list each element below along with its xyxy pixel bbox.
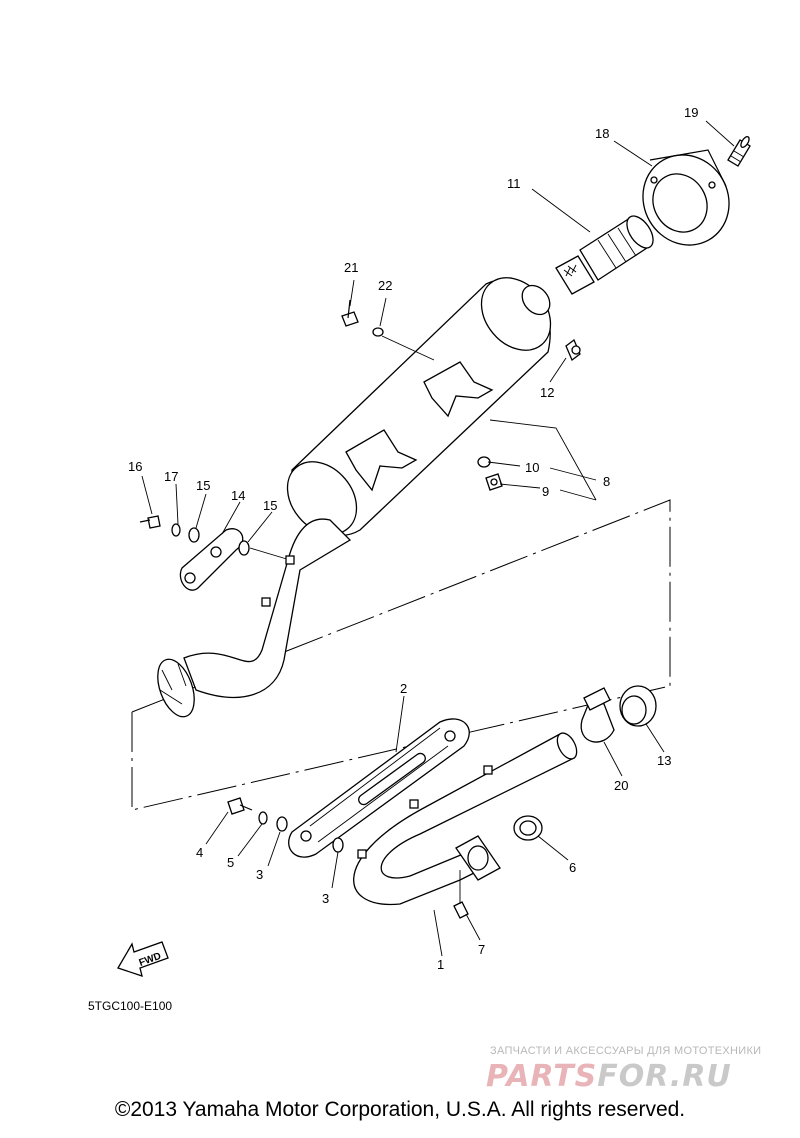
muffler-leaders [381,335,597,501]
callout-22: 22 [378,278,392,293]
callout-12: 12 [540,385,554,400]
callout-16: 16 [128,459,142,474]
exhaust-flange [453,815,543,919]
callout-3: 3 [256,867,263,882]
mount-bracket [139,515,291,591]
callout-4: 4 [196,845,203,860]
callout-14: 14 [231,488,245,503]
copyright-notice: ©2013 Yamaha Motor Corporation, U.S.A. A… [114,1098,686,1121]
fwd-arrow-icon: FWD [117,941,169,977]
spark-arrester [555,215,654,295]
protector-fasteners [227,797,344,853]
callout-9: 9 [542,484,549,499]
end-cap-bolt [727,136,751,167]
callout-19: 19 [684,105,698,120]
watermark-logo-a: PARTS [486,1059,597,1094]
exhaust-pipe [353,732,578,906]
watermark-logo-b: FOR.RU [597,1059,732,1094]
clamp-and-joint [580,685,657,743]
callout-15: 15 [196,478,210,493]
callout-10: 10 [525,460,539,475]
callout-3: 3 [322,891,329,906]
callout-6: 6 [569,860,576,875]
callout-1: 1 [437,957,444,972]
watermark: ЗАПЧАСТИ И АКСЕССУАРЫ ДЛЯ МОТОТЕХНИКИ PA… [486,1045,761,1094]
callout-17: 17 [164,469,178,484]
callout-8: 8 [603,474,610,489]
muffler-fasteners [341,299,581,491]
drawing-code: 5TGC100-E100 [88,999,172,1013]
watermark-logo: PARTSFOR.RU [486,1059,732,1094]
watermark-tagline: ЗАПЧАСТИ И АКСЕССУАРЫ ДЛЯ МОТОТЕХНИКИ [490,1045,761,1057]
callout-13: 13 [657,753,671,768]
callout-leaders [141,120,735,957]
callout-5: 5 [227,855,234,870]
mid-pipe [157,518,352,718]
callout-2: 2 [400,681,407,696]
callout-7: 7 [478,942,485,957]
assembly-boundary [131,499,671,811]
muffler-end-cap [642,149,730,246]
callout-21: 21 [344,260,358,275]
callout-15: 15 [263,498,277,513]
heat-protector [288,718,470,858]
callout-11: 11 [507,176,521,191]
callout-20: 20 [614,778,628,793]
callout-18: 18 [595,126,609,141]
callout-labels: 1 2 3 3 4 5 6 7 8 9 10 11 12 13 14 15 15… [128,105,698,972]
muffler [286,277,552,536]
